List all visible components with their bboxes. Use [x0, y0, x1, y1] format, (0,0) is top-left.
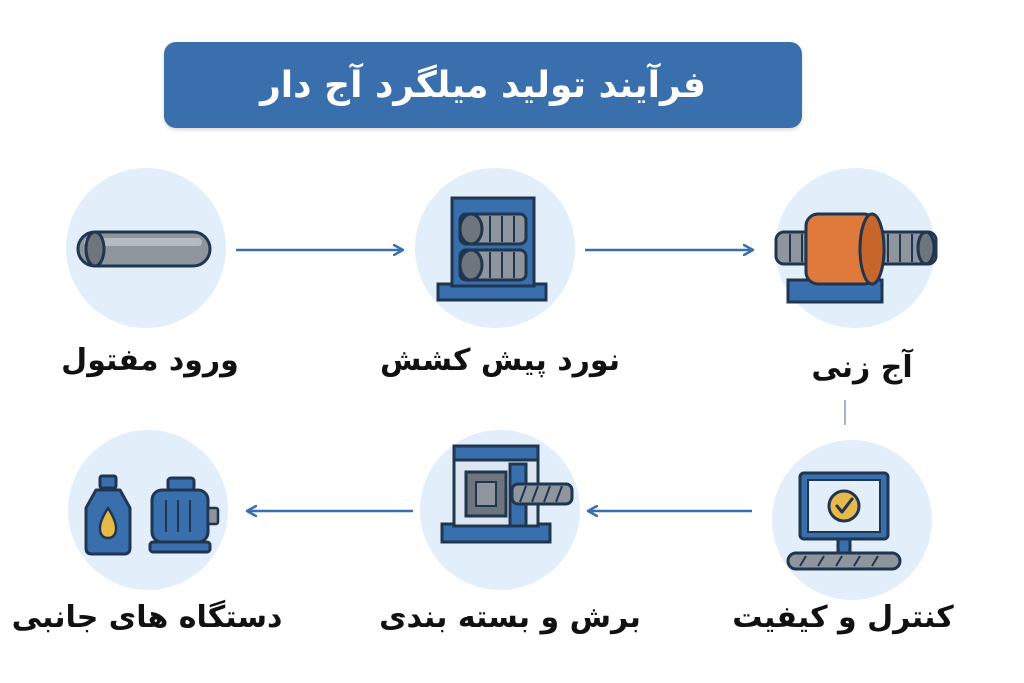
step-label-ribbing: آج زنی: [811, 350, 913, 385]
step-label-quality: کنترل و کیفیت: [732, 600, 954, 635]
step-label-wire-rod: ورود مفتول: [61, 343, 239, 378]
oil-bottle-and-motor-icon: [84, 474, 220, 556]
rolling-mill-icon: [436, 196, 548, 302]
wire-rod-icon: [76, 230, 212, 268]
step-label-rolling: نورد پیش کشش: [380, 343, 620, 378]
quality-monitor-icon: [786, 471, 902, 571]
step-label-cutting: برش و بسته بندی: [379, 600, 641, 635]
ribbing-machine-icon: [774, 212, 938, 304]
title-banner: فرآیند تولید میلگرد آج دار: [164, 42, 802, 128]
diagram-title: فرآیند تولید میلگرد آج دار: [260, 64, 706, 106]
cutting-machine-icon: [440, 444, 574, 544]
step-label-auxiliary: دستگاه های جانبی: [11, 600, 283, 635]
